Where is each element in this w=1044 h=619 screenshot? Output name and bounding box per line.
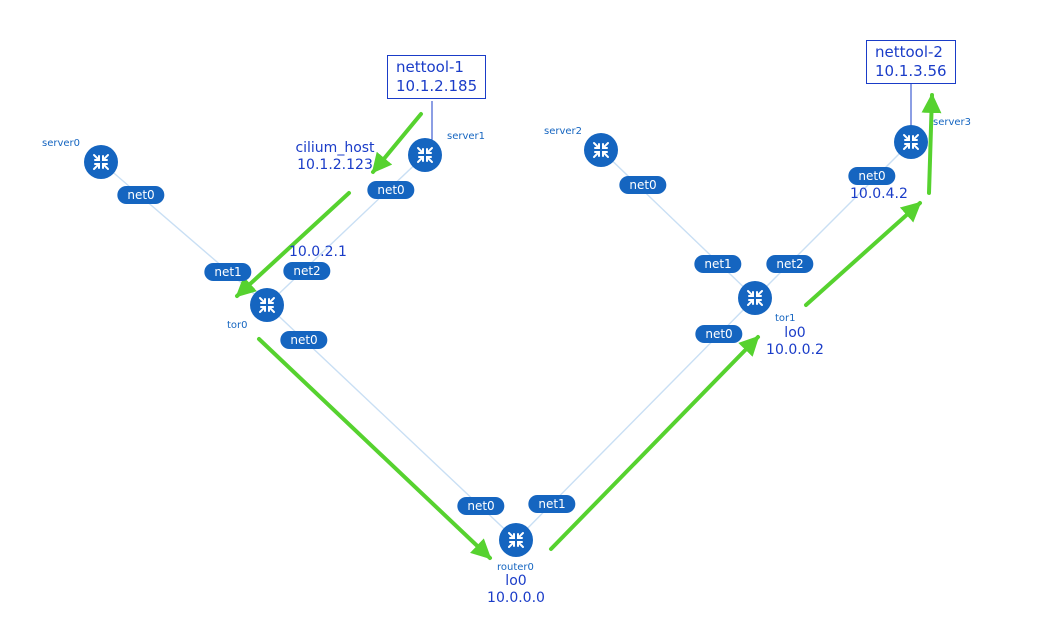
- cilium-host-annotation: cilium_host 10.1.2.123: [295, 140, 374, 174]
- router0-lo-label: lo0: [505, 573, 527, 589]
- router-icon[interactable]: [408, 138, 442, 172]
- tor1-label: tor1: [775, 313, 796, 324]
- router-icon[interactable]: [499, 523, 533, 557]
- tor0-net1-interface[interactable]: net1: [204, 263, 252, 281]
- path-arrow-tor1-to-server3: [804, 201, 922, 307]
- router0-loopback-annotation: lo0 10.0.0.0: [487, 573, 545, 607]
- path-arrow-cilium-host-to-tor0: [235, 191, 351, 298]
- cilium-host-label: cilium_host: [295, 140, 375, 156]
- cilium-host-ip: 10.1.2.123: [297, 157, 373, 173]
- server3-label: server3: [933, 117, 972, 128]
- tor0-net0-interface[interactable]: net0: [280, 331, 328, 349]
- nettool-1-name: nettool-1: [396, 58, 464, 76]
- router0-lo-ip: 10.0.0.0: [487, 590, 545, 606]
- path-arrow-server3-to-nettool2: [921, 93, 942, 195]
- tor1-loopback-annotation: lo0 10.0.0.2: [766, 325, 824, 359]
- tor0-gateway-ip: 10.0.2.1: [289, 244, 347, 260]
- server0-net0-interface[interactable]: net0: [117, 186, 165, 204]
- packet-path: [235, 93, 942, 560]
- tor1-lo-label: lo0: [784, 325, 806, 341]
- server1-label: server1: [447, 131, 486, 142]
- router0-label: router0: [497, 562, 534, 573]
- router0-net1-interface[interactable]: net1: [528, 495, 576, 513]
- tor0-label: tor0: [227, 320, 248, 331]
- router-icon[interactable]: [584, 133, 618, 167]
- router-icon[interactable]: [738, 281, 772, 315]
- nettool-2-name: nettool-2: [875, 43, 943, 61]
- router-icon[interactable]: [894, 125, 928, 159]
- nettool-2-pod-box[interactable]: nettool-2 10.1.3.56: [866, 40, 956, 84]
- nettool-1-ip: 10.1.2.185: [396, 77, 478, 95]
- link-server2-tor1: [600, 149, 756, 299]
- server2-label: server2: [544, 126, 583, 137]
- tor1-net0-interface[interactable]: net0: [695, 325, 743, 343]
- link-server0-tor0: [100, 161, 268, 306]
- tor1-net1-interface[interactable]: net1: [694, 255, 742, 273]
- server3-net0-interface[interactable]: net0: [848, 167, 896, 185]
- tor1-lo-ip: 10.0.0.2: [766, 342, 824, 358]
- pod-attachments: [431, 84, 912, 140]
- tor0-net2-interface[interactable]: net2: [283, 262, 331, 280]
- path-arrow-tor0-to-router0: [257, 337, 492, 560]
- server2-net0-interface[interactable]: net0: [619, 176, 667, 194]
- server1-net0-interface[interactable]: net0: [367, 181, 415, 199]
- link-server3-tor1: [754, 141, 912, 299]
- link-server1-tor0: [266, 154, 426, 306]
- tor1-net2-interface[interactable]: net2: [766, 255, 814, 273]
- nettool-1-pod-box[interactable]: nettool-1 10.1.2.185: [387, 55, 487, 99]
- server0-label: server0: [42, 138, 81, 149]
- router-icon[interactable]: [84, 145, 118, 179]
- path-arrow-router0-to-tor1: [549, 335, 760, 551]
- path-arrow-nettool1-to-cilium-host: [371, 112, 423, 174]
- server3-net0-ip: 10.0.4.2: [850, 186, 908, 202]
- nettool-2-ip: 10.1.3.56: [875, 62, 947, 80]
- router0-net0-interface[interactable]: net0: [457, 497, 505, 515]
- router-icon[interactable]: [250, 288, 284, 322]
